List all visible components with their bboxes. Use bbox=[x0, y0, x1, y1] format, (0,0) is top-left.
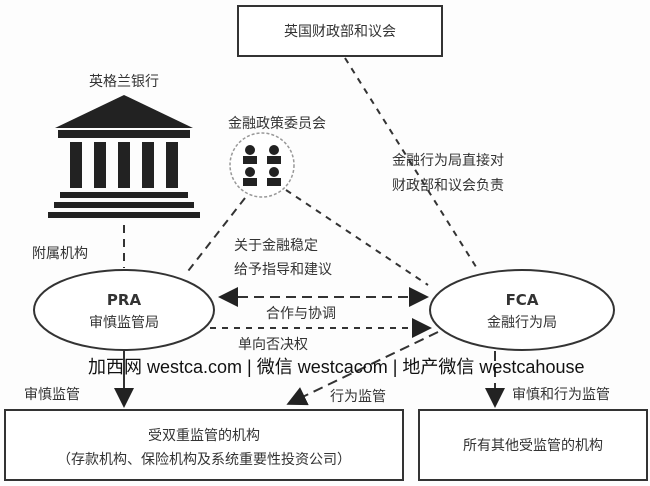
fpc-label: 金融政策委员会 bbox=[228, 115, 326, 132]
prudential-supervision-label: 审慎监管 bbox=[24, 387, 80, 403]
other-regulated-label: 所有其他受监管的机构 bbox=[463, 438, 603, 454]
fpc-advice-1: 关于金融稳定 bbox=[234, 238, 318, 254]
pra-name: PRA bbox=[107, 291, 142, 309]
dual-regulated-box bbox=[4, 409, 404, 481]
fca-accountability-2: 财政部和议会负责 bbox=[392, 178, 504, 194]
fca-accountability-1: 金融行为局直接对 bbox=[392, 152, 504, 169]
fca-name: FCA bbox=[506, 291, 539, 309]
pra-ellipse bbox=[33, 269, 215, 351]
fca-desc: 金融行为局 bbox=[487, 315, 557, 331]
affiliate-label: 附属机构 bbox=[32, 246, 88, 262]
conduct-supervision-label: 行为监管 bbox=[330, 389, 386, 405]
fpc-advice-2: 给予指导和建议 bbox=[234, 262, 332, 278]
boe-label: 英格兰银行 bbox=[89, 73, 159, 90]
fca-all-supervision-label: 审慎和行为监管 bbox=[512, 387, 610, 403]
cooperation-label: 合作与协调 bbox=[266, 306, 336, 322]
veto-label: 单向否决权 bbox=[238, 337, 308, 353]
fca-ellipse bbox=[429, 269, 615, 351]
treasury-label: 英国财政部和议会 bbox=[284, 23, 396, 40]
dual-regulated-label: 受双重监管的机构 bbox=[148, 428, 260, 444]
pra-desc: 审慎监管局 bbox=[89, 315, 159, 331]
committee-people-icon bbox=[229, 132, 295, 198]
watermark: 加西网 westca.com | 微信 westcacom | 地产微信 wes… bbox=[88, 357, 585, 377]
dual-regulated-desc: （存款机构、保险机构及系统重要性投资公司） bbox=[57, 452, 351, 468]
treasury-box bbox=[237, 5, 443, 57]
bank-building-icon bbox=[48, 95, 200, 218]
other-regulated-box bbox=[418, 409, 648, 481]
